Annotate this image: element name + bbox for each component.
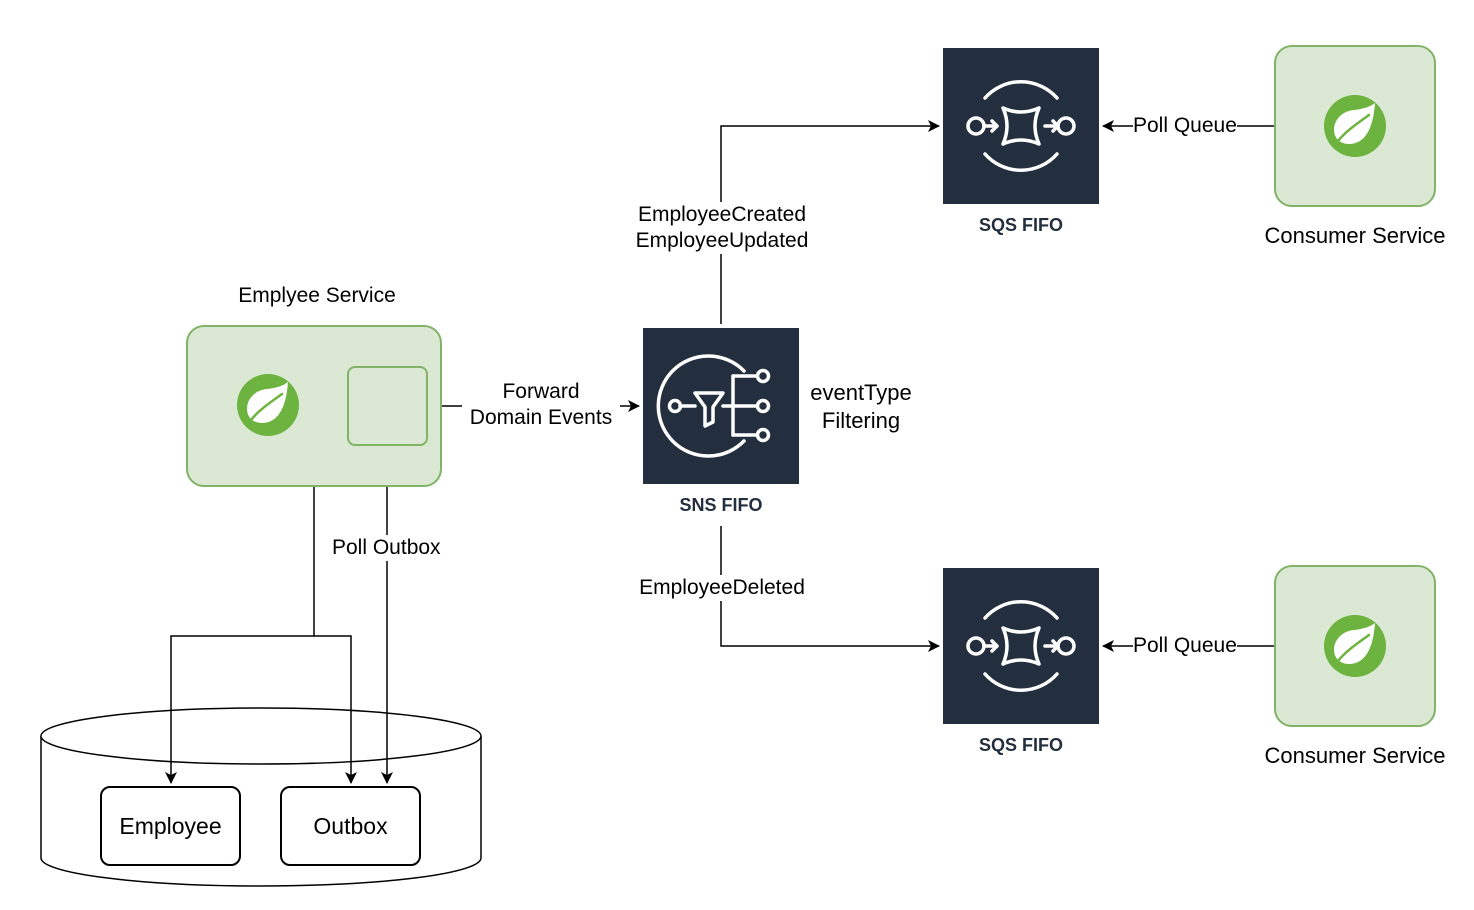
forward-events-label: Forward Domain Events (462, 379, 620, 431)
sqs-fifo-top-caption: SQS FIFO (978, 215, 1063, 235)
created-event-label: EmployeeCreated (637, 203, 807, 226)
deleted-event-label: EmployeeDeleted (632, 575, 812, 601)
write-connector (165, 487, 315, 784)
sns-to-sqs-top-connector (720, 120, 940, 324)
outbox-poller-component (347, 366, 428, 446)
consumer-service-top-title: Consumer Service (1264, 223, 1446, 248)
poll-outbox-label: Poll Outbox (332, 535, 441, 561)
created-updated-label: EmployeeCreated EmployeeUpdated (628, 202, 816, 254)
outbox-table: Outbox (280, 786, 421, 866)
consumer-service-top-box (1274, 45, 1436, 207)
employee-table: Employee (100, 786, 241, 866)
updated-event-label: EmployeeUpdated (635, 229, 809, 252)
sqs-queue-icon (966, 80, 1076, 172)
spring-leaf-icon (1324, 615, 1386, 677)
employee-service-box (186, 325, 442, 487)
sns-fifo-tile (643, 328, 799, 484)
sns-topic-filter-icon (656, 354, 771, 458)
spring-leaf-icon (1324, 95, 1386, 157)
poll-queue-top-label: Poll Queue (1133, 113, 1237, 139)
poll-queue-bottom-label: Poll Queue (1133, 633, 1237, 659)
sqs-fifo-bottom-tile (943, 568, 1099, 724)
sqs-fifo-top-tile (943, 48, 1099, 204)
employee-service-title: Emplyee Service (238, 284, 396, 307)
sqs-fifo-bottom-caption: SQS FIFO (978, 735, 1063, 755)
event-filter-line1: eventType (810, 380, 912, 405)
event-filter-label: eventType Filtering (804, 379, 918, 435)
event-filter-line2: Filtering (821, 408, 901, 433)
consumer-service-bottom-title: Consumer Service (1264, 743, 1446, 768)
write-connector (314, 635, 357, 784)
forward-events-line1: Forward (502, 380, 580, 403)
sqs-queue-icon (966, 600, 1076, 692)
sns-to-sqs-bottom-connector (720, 526, 940, 652)
consumer-service-bottom-box (1274, 565, 1436, 727)
forward-events-line2: Domain Events (469, 406, 613, 429)
spring-leaf-icon (237, 374, 299, 436)
sns-fifo-caption: SNS FIFO (679, 495, 763, 515)
